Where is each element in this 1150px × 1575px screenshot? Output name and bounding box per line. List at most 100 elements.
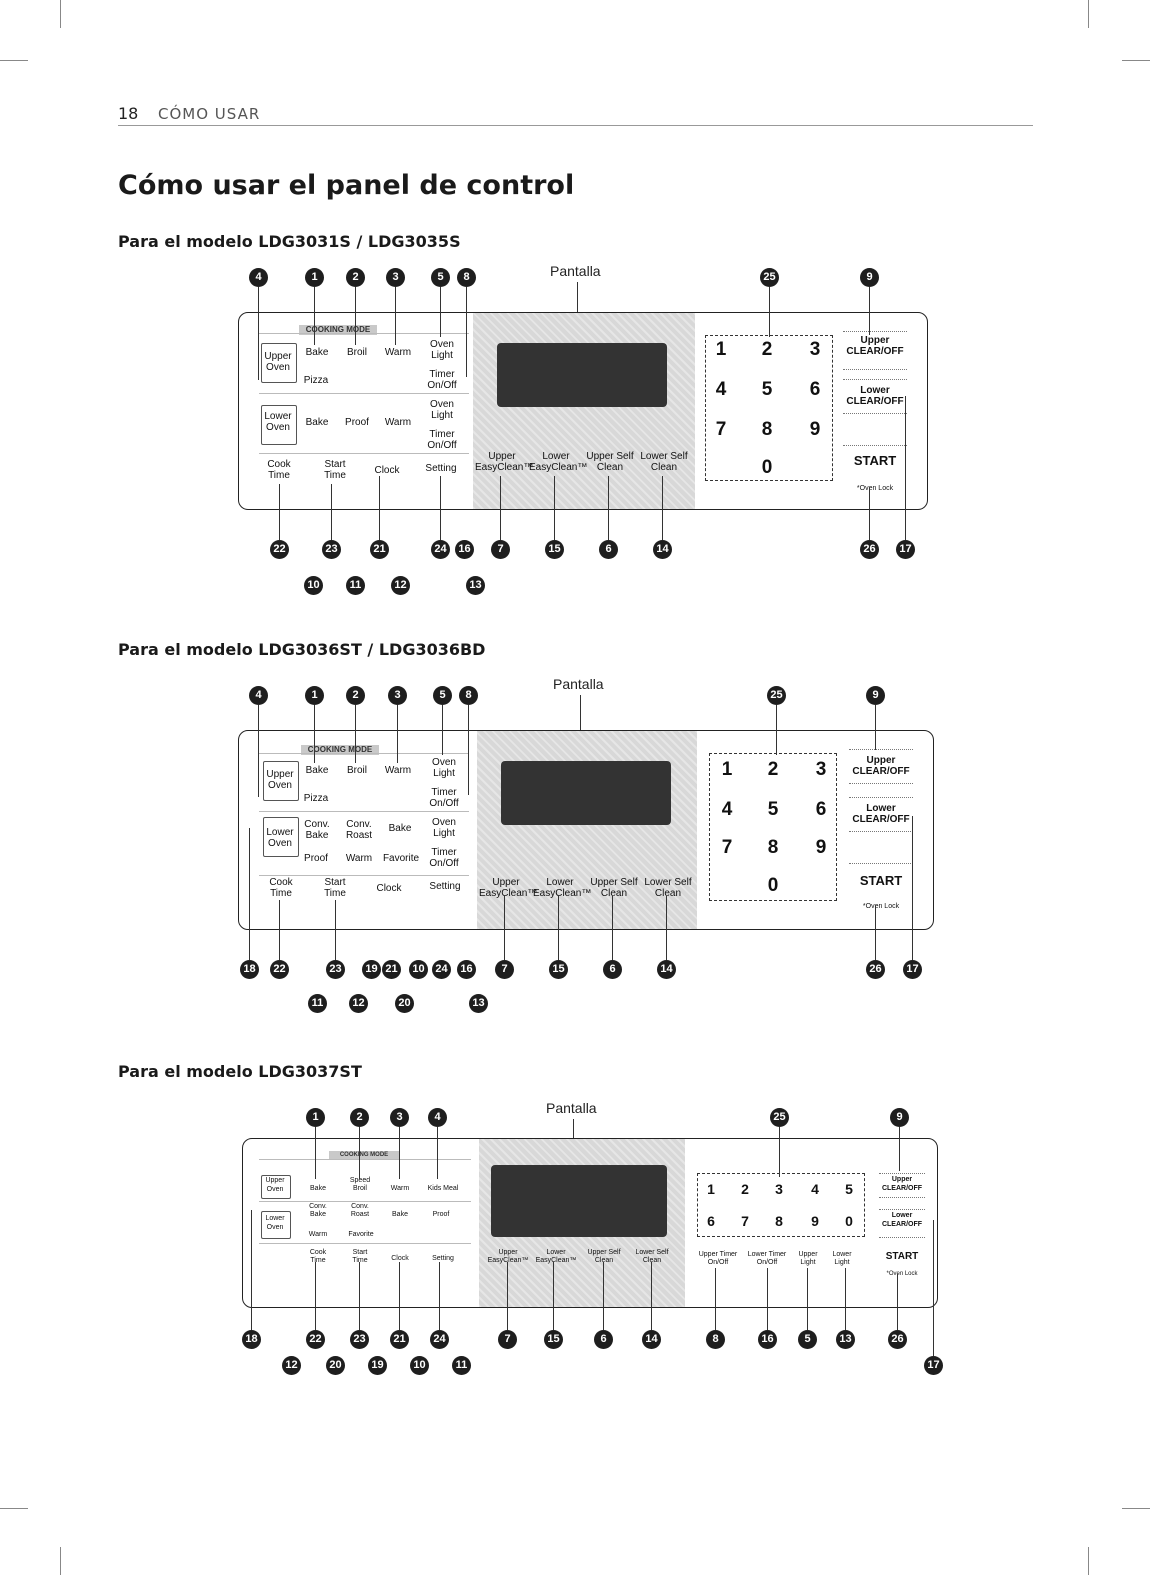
key-1[interactable]: 1 (721, 759, 733, 780)
key-9[interactable]: 9 (815, 837, 827, 858)
key-8[interactable]: 8 (767, 837, 779, 858)
upper-selfclean-button[interactable]: Upper Self Clean (590, 877, 638, 899)
lower-bake-button[interactable]: Bake (305, 417, 329, 428)
upper-bake-button[interactable]: Bake (305, 765, 329, 776)
lower-light-button[interactable]: Lower Light (832, 1251, 852, 1266)
upper-timer-button[interactable]: Timer On/Off (427, 369, 457, 391)
key-6[interactable]: 6 (815, 799, 827, 820)
key-4[interactable]: 4 (811, 1181, 819, 1197)
key-0[interactable]: 0 (761, 457, 773, 478)
lower-oven-button[interactable] (263, 817, 299, 857)
cook-time-button[interactable]: Cook Time (269, 877, 293, 899)
clock-button[interactable]: Clock (374, 465, 400, 476)
start-time-button[interactable]: Start Time (324, 877, 346, 899)
lower-easyclean-button[interactable]: Lower EasyClean™ (533, 877, 592, 899)
proof-button[interactable]: Proof (345, 417, 369, 428)
lower-timer-button[interactable]: Lower Timer On/Off (747, 1251, 787, 1266)
lower-warm-button[interactable]: Warm (308, 1231, 328, 1238)
upper-warm-button[interactable]: Warm (384, 765, 412, 776)
setting-button[interactable]: Setting (425, 463, 457, 474)
upper-oven-light-button[interactable]: Oven Light (432, 757, 456, 779)
key-0[interactable]: 0 (845, 1213, 853, 1229)
key-6[interactable]: 6 (707, 1213, 715, 1229)
lower-clear-off-button[interactable]: Lower CLEAR/OFF (846, 385, 904, 407)
proof-button[interactable]: Proof (432, 1211, 450, 1218)
lower-easyclean-button[interactable]: Lower EasyClean™ (529, 451, 588, 473)
setting-button[interactable]: Setting (429, 881, 461, 892)
favorite-button[interactable]: Favorite (348, 1231, 374, 1238)
lower-warm-button[interactable]: Warm (345, 853, 373, 864)
conv-bake-button[interactable]: Conv. Bake (304, 819, 330, 841)
clock-button[interactable]: Clock (391, 1255, 409, 1262)
upper-timer-button[interactable]: Timer On/Off (429, 787, 459, 809)
key-7[interactable]: 7 (721, 837, 733, 858)
upper-oven-button[interactable] (261, 343, 297, 383)
key-8[interactable]: 8 (775, 1213, 783, 1229)
proof-button[interactable]: Proof (304, 853, 328, 864)
speed-broil-button[interactable]: Speed Broil (349, 1177, 371, 1192)
lower-clear-off-button[interactable]: Lower CLEAR/OFF (852, 803, 910, 825)
favorite-button[interactable]: Favorite (382, 853, 420, 864)
lower-oven-light-button[interactable]: Oven Light (432, 817, 456, 839)
key-2[interactable]: 2 (761, 339, 773, 360)
key-1[interactable]: 1 (707, 1181, 715, 1197)
key-9[interactable]: 9 (811, 1213, 819, 1229)
upper-easyclean-button[interactable]: Upper EasyClean™ (475, 451, 534, 473)
upper-oven-button[interactable] (263, 761, 299, 801)
key-7[interactable]: 7 (715, 419, 727, 440)
kids-meal-button[interactable]: Kids Meal (427, 1185, 459, 1192)
upper-oven-light-button[interactable]: Oven Light (430, 339, 454, 361)
upper-warm-button[interactable]: Warm (390, 1185, 410, 1192)
upper-bake-button[interactable]: Bake (310, 1185, 326, 1192)
key-5[interactable]: 5 (767, 799, 779, 820)
start-time-button[interactable]: Start Time (324, 459, 346, 481)
lower-selfclean-button[interactable]: Lower Self Clean (644, 877, 692, 899)
upper-bake-button[interactable]: Bake (305, 347, 329, 358)
lower-oven-light-button[interactable]: Oven Light (430, 399, 454, 421)
upper-clear-off-button[interactable]: Upper CLEAR/OFF (881, 1176, 923, 1192)
lower-bake-button[interactable]: Bake (392, 1211, 408, 1218)
lower-selfclean-button[interactable]: Lower Self Clean (640, 451, 688, 473)
upper-timer-button[interactable]: Upper Timer On/Off (698, 1251, 738, 1266)
upper-light-button[interactable]: Upper Light (798, 1251, 818, 1266)
key-2[interactable]: 2 (767, 759, 779, 780)
setting-button[interactable]: Setting (432, 1255, 454, 1262)
key-3[interactable]: 3 (775, 1181, 783, 1197)
cook-time-button[interactable]: Cook Time (267, 459, 291, 481)
upper-selfclean-button[interactable]: Upper Self Clean (586, 451, 634, 473)
key-3[interactable]: 3 (815, 759, 827, 780)
upper-clear-off-button[interactable]: Upper CLEAR/OFF (852, 755, 910, 777)
pizza-button[interactable]: Pizza (303, 375, 329, 386)
key-5[interactable]: 5 (761, 379, 773, 400)
cook-time-button[interactable]: Cook Time (309, 1249, 327, 1264)
key-3[interactable]: 3 (809, 339, 821, 360)
start-time-button[interactable]: Start Time (352, 1249, 368, 1264)
upper-easyclean-button[interactable]: Upper EasyClean™ (479, 877, 538, 899)
lower-bake-button[interactable]: Bake (388, 823, 412, 834)
lower-oven-button[interactable] (261, 1211, 291, 1239)
key-4[interactable]: 4 (715, 379, 727, 400)
key-8[interactable]: 8 (761, 419, 773, 440)
lower-easyclean-button[interactable]: Lower EasyClean™ (535, 1249, 577, 1264)
key-9[interactable]: 9 (809, 419, 821, 440)
conv-roast-button[interactable]: Conv. Roast (350, 1203, 370, 1218)
lower-warm-button[interactable]: Warm (384, 417, 412, 428)
key-6[interactable]: 6 (809, 379, 821, 400)
start-button[interactable]: START (853, 453, 897, 468)
upper-clear-off-button[interactable]: Upper CLEAR/OFF (846, 335, 904, 357)
key-0[interactable]: 0 (767, 875, 779, 896)
start-button[interactable]: START (859, 873, 903, 888)
lower-selfclean-button[interactable]: Lower Self Clean (635, 1249, 669, 1264)
key-5[interactable]: 5 (845, 1181, 853, 1197)
upper-broil-button[interactable]: Broil (346, 765, 367, 776)
lower-timer-button[interactable]: Timer On/Off (427, 429, 457, 451)
key-7[interactable]: 7 (741, 1213, 749, 1229)
lower-oven-button[interactable] (261, 405, 297, 445)
key-2[interactable]: 2 (741, 1181, 749, 1197)
conv-roast-button[interactable]: Conv. Roast (345, 819, 373, 841)
lower-clear-off-button[interactable]: Lower CLEAR/OFF (881, 1212, 923, 1228)
pizza-button[interactable]: Pizza (303, 793, 329, 804)
conv-bake-button[interactable]: Conv. Bake (309, 1203, 327, 1218)
upper-easyclean-button[interactable]: Upper EasyClean™ (487, 1249, 529, 1264)
upper-broil-button[interactable]: Broil (346, 347, 367, 358)
